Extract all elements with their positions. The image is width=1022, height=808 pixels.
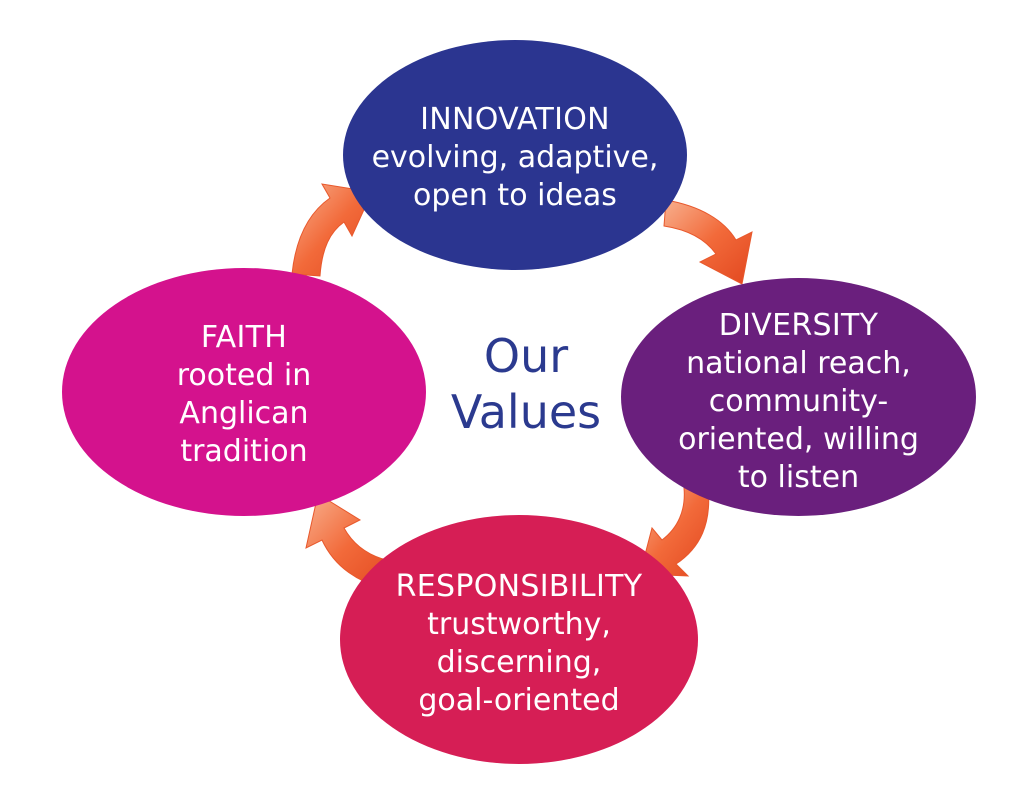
faith-title: FAITH xyxy=(200,320,288,355)
arrow-innovation-to-diversity xyxy=(663,199,753,285)
value-faith-node: FAITH rooted in Anglican tradition xyxy=(62,268,426,516)
innovation-title: INNOVATION xyxy=(420,102,610,137)
value-diversity-node: DIVERSITY national reach, community- ori… xyxy=(621,278,976,516)
innovation-description: evolving, adaptive, open to ideas xyxy=(371,140,659,213)
value-responsibility-node: RESPONSIBILITY trustworthy, discerning, … xyxy=(340,515,698,764)
value-innovation-node: INNOVATION evolving, adaptive, open to i… xyxy=(343,40,687,270)
diversity-title: DIVERSITY xyxy=(718,308,879,343)
diversity-description: national reach, community- oriented, wil… xyxy=(678,346,919,495)
responsibility-title: RESPONSIBILITY xyxy=(395,568,643,604)
faith-description: rooted in Anglican tradition xyxy=(176,358,312,469)
responsibility-description: trustworthy, discerning, goal-oriented xyxy=(418,606,620,718)
center-title: Our Values xyxy=(450,329,602,439)
